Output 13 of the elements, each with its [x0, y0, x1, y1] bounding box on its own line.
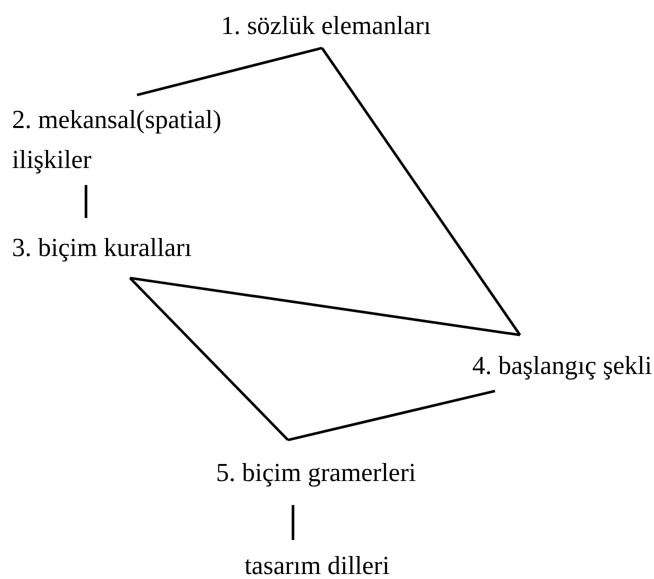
node-label: 5. biçim gramerleri: [215, 457, 417, 489]
connector-line: [288, 390, 496, 442]
connector-line: [136, 46, 322, 96]
connector-line: [130, 276, 520, 336]
connector-line: [129, 277, 289, 441]
node-label: 4. başlangıç şekli: [471, 350, 652, 382]
connector-line: [320, 47, 522, 336]
connector-line: [292, 505, 294, 540]
connector-line: [84, 185, 88, 218]
node-label: 1. sözlük elemanları: [220, 10, 432, 42]
node-label: 3. biçim kuralları: [12, 232, 193, 264]
node-label: tasarım dilleri: [243, 550, 391, 579]
node-label: 2. mekansal(spatial) ilişkiler: [12, 104, 222, 176]
